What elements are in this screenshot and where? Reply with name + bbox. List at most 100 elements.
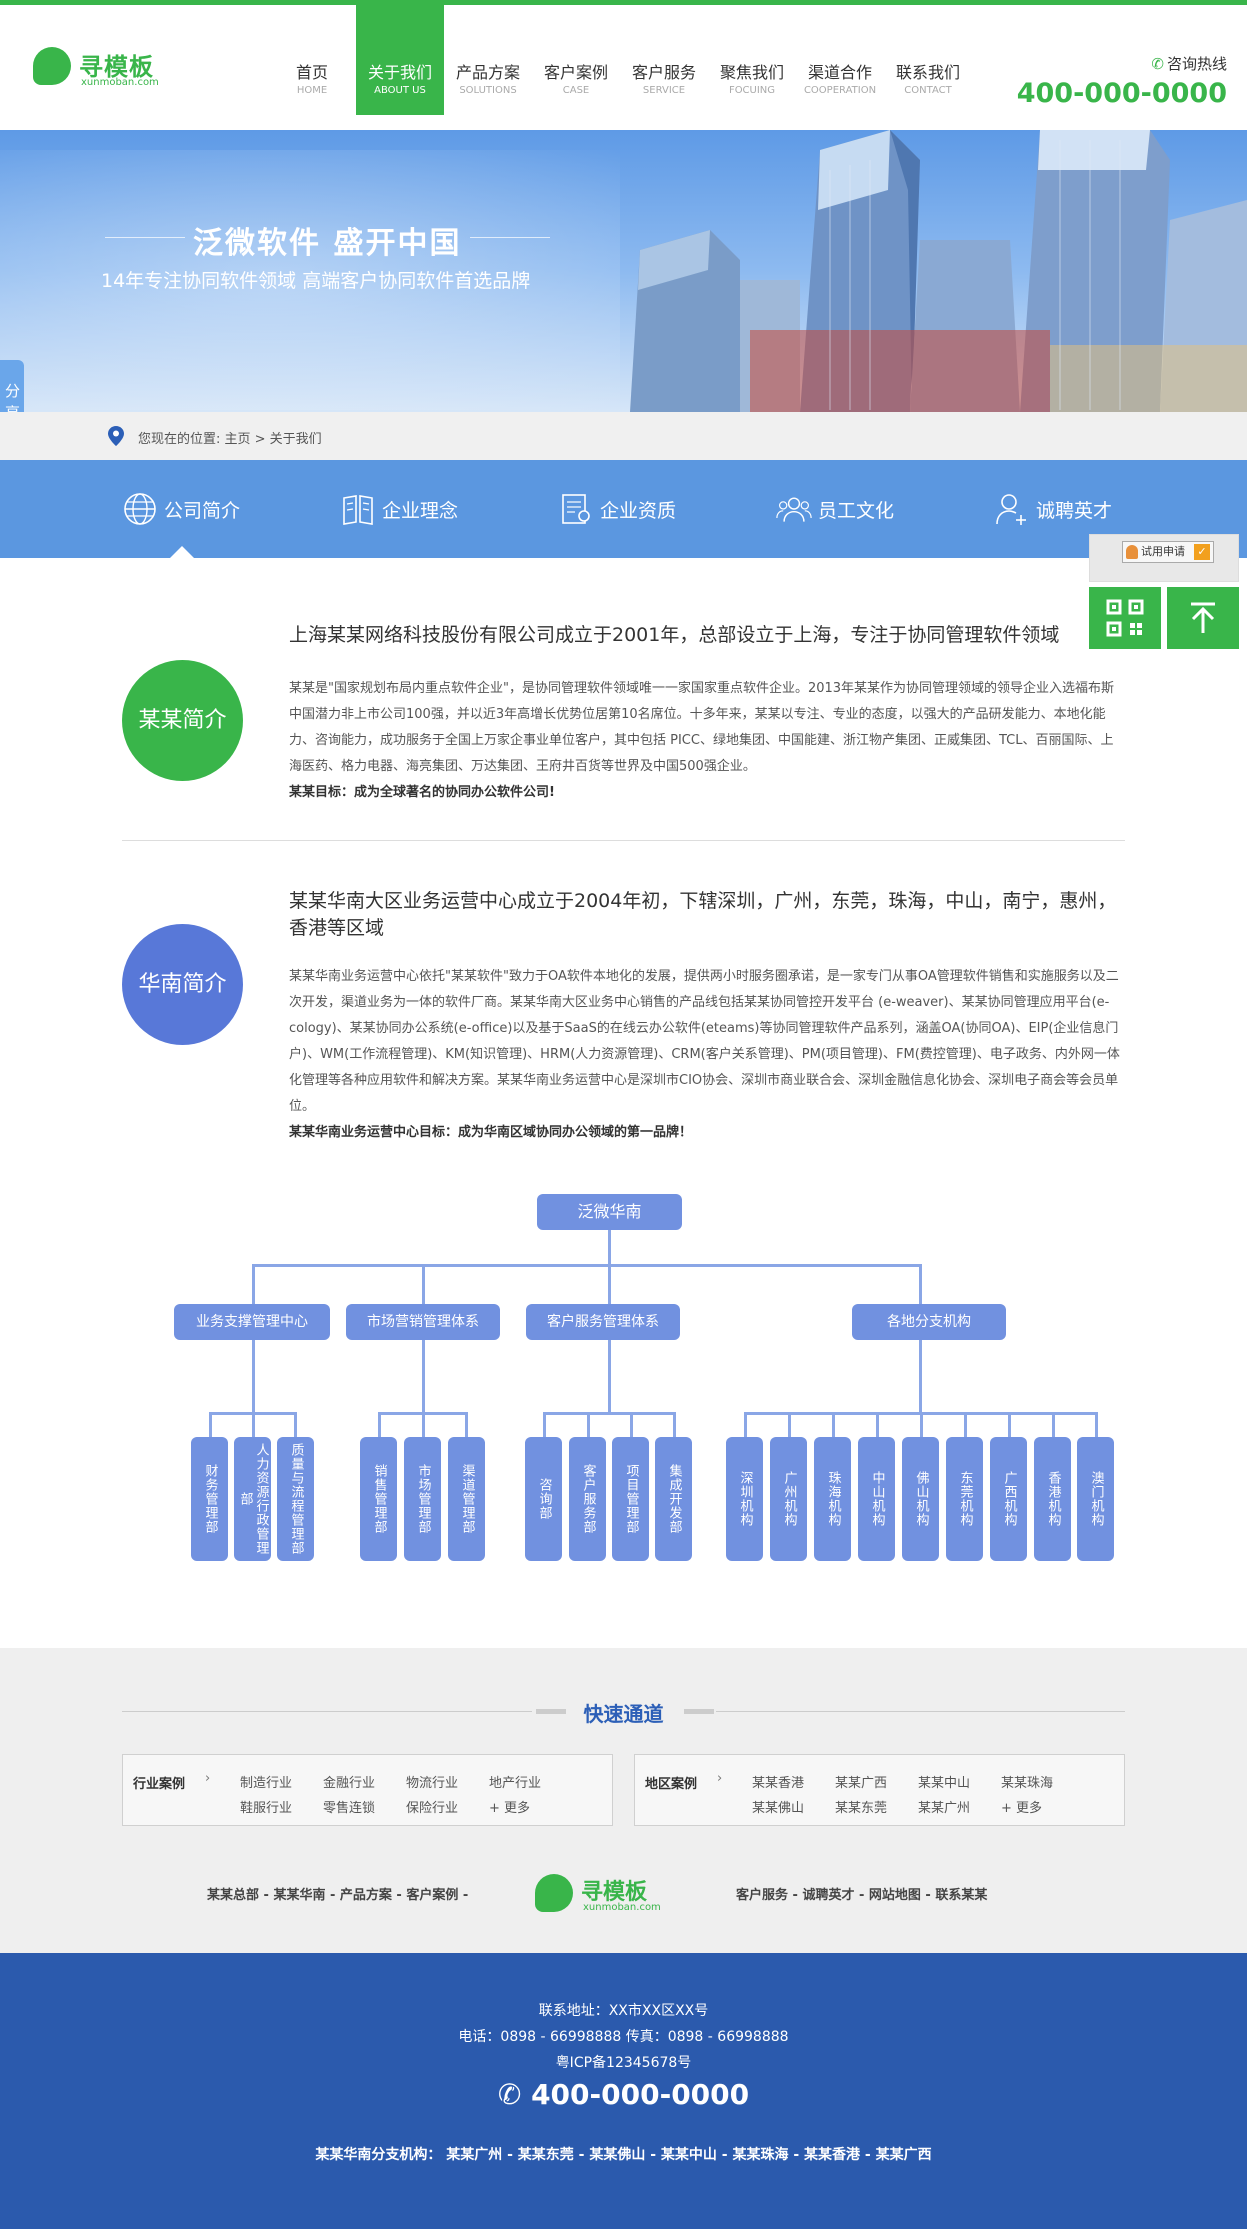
footer-tel: 电话：0898 - 66998888 传真：0898 - 66998888 (458, 2029, 789, 2045)
org-leaf: 澳门机构 (1077, 1437, 1114, 1561)
top-accent-line (0, 0, 1247, 5)
region-link[interactable]: 某某珠海 (1001, 1776, 1054, 1791)
industry-link[interactable]: 制造行业 (240, 1776, 293, 1791)
industry-link[interactable]: 物流行业 (406, 1776, 459, 1791)
trial-widget: 试用申请 ✓ (1089, 534, 1239, 582)
org-leaf: 中山机构 (858, 1437, 895, 1561)
site-logo[interactable]: 寻模板 xunmoban.com (33, 45, 163, 95)
qrcode-icon (1106, 599, 1144, 637)
intro-heading: 上海某某网络科技股份有限公司成立于2001年，总部设立于上海，专注于协同管理软件… (289, 624, 1060, 646)
org-group: 客户服务管理体系 (526, 1304, 680, 1340)
trial-apply-button[interactable]: 试用申请 ✓ (1122, 541, 1214, 563)
arrow-up-icon (1191, 602, 1215, 633)
tab-qualification[interactable]: 企业资质 (558, 460, 676, 558)
globe-icon (124, 493, 156, 525)
breadcrumb-text[interactable]: 您现在的位置: 主页 > 关于我们 (138, 432, 322, 447)
org-leaf: 市场管理部 (404, 1437, 441, 1561)
org-leaf: 佛山机构 (902, 1437, 939, 1561)
region-link[interactable]: 某某中山 (918, 1776, 971, 1791)
region-link[interactable]: 某某广州 (918, 1801, 971, 1816)
org-leaf: 香港机构 (1034, 1437, 1071, 1561)
org-leaf: 销售管理部 (360, 1437, 397, 1561)
intro-goal: 某某目标：成为全球著名的协同办公软件公司! (289, 785, 555, 800)
industry-label: 行业案例 (133, 1777, 186, 1792)
industry-link[interactable]: 地产行业 (489, 1776, 542, 1791)
industry-link[interactable]: 保险行业 (406, 1801, 459, 1816)
industry-link[interactable]: 金融行业 (323, 1776, 376, 1791)
org-chart: 泛微华南 业务支撑管理中心 市场营销管理体系 客户服务管理体系 各地分支机构 财… (0, 1180, 1247, 1580)
banner-title: 泛微软件 盛开中国 (193, 226, 462, 261)
intro-body: 某某华南业务运营中心依托"某某软件"致力于OA软件本地化的发展，提供两小时服务圈… (289, 969, 1120, 1140)
qrcode-button[interactable] (1089, 587, 1161, 649)
tab-philosophy[interactable]: 企业理念 (340, 460, 458, 558)
hero-banner: 泛微软件 盛开中国 14年专注协同软件领域 高端客户协同软件首选品牌 (0, 130, 1247, 412)
logo-mark-icon (535, 1874, 573, 1912)
footer-branches[interactable]: 某某华南分支机构： 某某广州 - 某某东莞 - 某某佛山 - 某某中山 - 某某… (315, 2147, 932, 2163)
org-leaf: 咨询部 (525, 1437, 562, 1561)
industry-link[interactable]: 鞋服行业 (240, 1801, 293, 1816)
footer-links-right[interactable]: 客户服务 - 诚聘英才 - 网站地图 - 联系某某 (736, 1888, 988, 1903)
company-intro-section: 某某简介 上海某某网络科技股份有限公司成立于2001年，总部设立于上海，专注于协… (122, 610, 1125, 820)
tab-culture[interactable]: 员工文化 (776, 460, 894, 558)
people-icon (776, 497, 812, 522)
banner-subtitle: 14年专注协同软件领域 高端客户协同软件首选品牌 (101, 270, 531, 292)
intro-goal: 某某华南业务运营中心目标：成为华南区域协同办公领域的第一品牌！ (289, 1125, 693, 1140)
org-leaf: 渠道管理部 (448, 1437, 485, 1561)
org-leaf: 项目管理部 (612, 1437, 649, 1561)
footer-logo[interactable]: 寻模板 xunmoban.com (535, 1874, 665, 1918)
region-link[interactable]: 某某佛山 (752, 1801, 805, 1816)
industry-case-box: 行业案例 › 制造行业 金融行业 物流行业 地产行业 鞋服行业 零售连锁 保险行… (122, 1754, 613, 1826)
hotline-label: 咨询热线 (1166, 55, 1227, 73)
tab-recruit[interactable]: 诚聘英才 (994, 460, 1112, 558)
add-user-icon (996, 494, 1026, 525)
logo-mark-icon (33, 47, 71, 85)
org-leaf: 深圳机构 (726, 1437, 763, 1561)
footer-phone: ✆ 400-000-0000 (497, 2078, 750, 2111)
footer-links-left[interactable]: 某某总部 - 某某华南 - 产品方案 - 客户案例 - (207, 1888, 469, 1903)
org-leaf: 人力资源行政管理部 (234, 1437, 271, 1561)
phone-icon: ✆ (1151, 55, 1164, 73)
city-buildings-illustration (630, 130, 1247, 412)
back-to-top-button[interactable] (1167, 587, 1239, 649)
org-leaf: 广州机构 (770, 1437, 807, 1561)
logo-brand: 寻模板 (79, 53, 154, 81)
intro-badge: 华南简介 (122, 924, 243, 1045)
org-leaf: 质量与流程管理部 (277, 1437, 314, 1561)
chevron-right-icon: › (205, 1771, 211, 1786)
region-link[interactable]: 某某香港 (752, 1776, 805, 1791)
region-link[interactable]: 某某广西 (835, 1776, 888, 1791)
tab-company-intro[interactable]: 公司简介 (122, 460, 240, 558)
logo-sub: xunmoban.com (583, 1902, 661, 1913)
org-group: 各地分支机构 (852, 1304, 1006, 1340)
org-root: 泛微华南 (537, 1194, 682, 1230)
industry-more-link[interactable]: + 更多 (489, 1801, 531, 1816)
org-leaf: 广西机构 (990, 1437, 1027, 1561)
footer-icp[interactable]: 粤ICP备12345678号 (555, 2055, 692, 2071)
org-leaf: 珠海机构 (814, 1437, 851, 1561)
intro-heading: 某某华南大区业务运营中心成立于2004年初，下辖深圳，广州，东莞，珠海，中山，南… (289, 890, 1117, 939)
about-subnav: 公司简介 企业理念 企业资质 员工文化 诚聘英才 (0, 460, 1247, 558)
region-more-link[interactable]: + 更多 (1001, 1801, 1043, 1816)
footer-address: 联系地址：XX市XX区XX号 (538, 2003, 709, 2019)
industry-link[interactable]: 零售连锁 (323, 1801, 376, 1816)
org-leaf: 集成开发部 (655, 1437, 692, 1561)
location-pin-icon (108, 426, 124, 446)
south-china-intro-section: 华南简介 某某华南大区业务运营中心成立于2004年初，下辖深圳，广州，东莞，珠海… (122, 880, 1125, 1150)
person-icon (1126, 545, 1138, 559)
quick-title: 快速通道 (583, 1702, 664, 1726)
hotline-number: 400-000-0000 (1016, 78, 1227, 109)
org-group: 市场营销管理体系 (346, 1304, 500, 1340)
org-leaf: 客户服务部 (569, 1437, 606, 1561)
region-link[interactable]: 某某东莞 (835, 1801, 888, 1816)
active-tab-indicator (170, 546, 194, 558)
breadcrumb: 您现在的位置: 主页 > 关于我们 (0, 412, 1247, 460)
